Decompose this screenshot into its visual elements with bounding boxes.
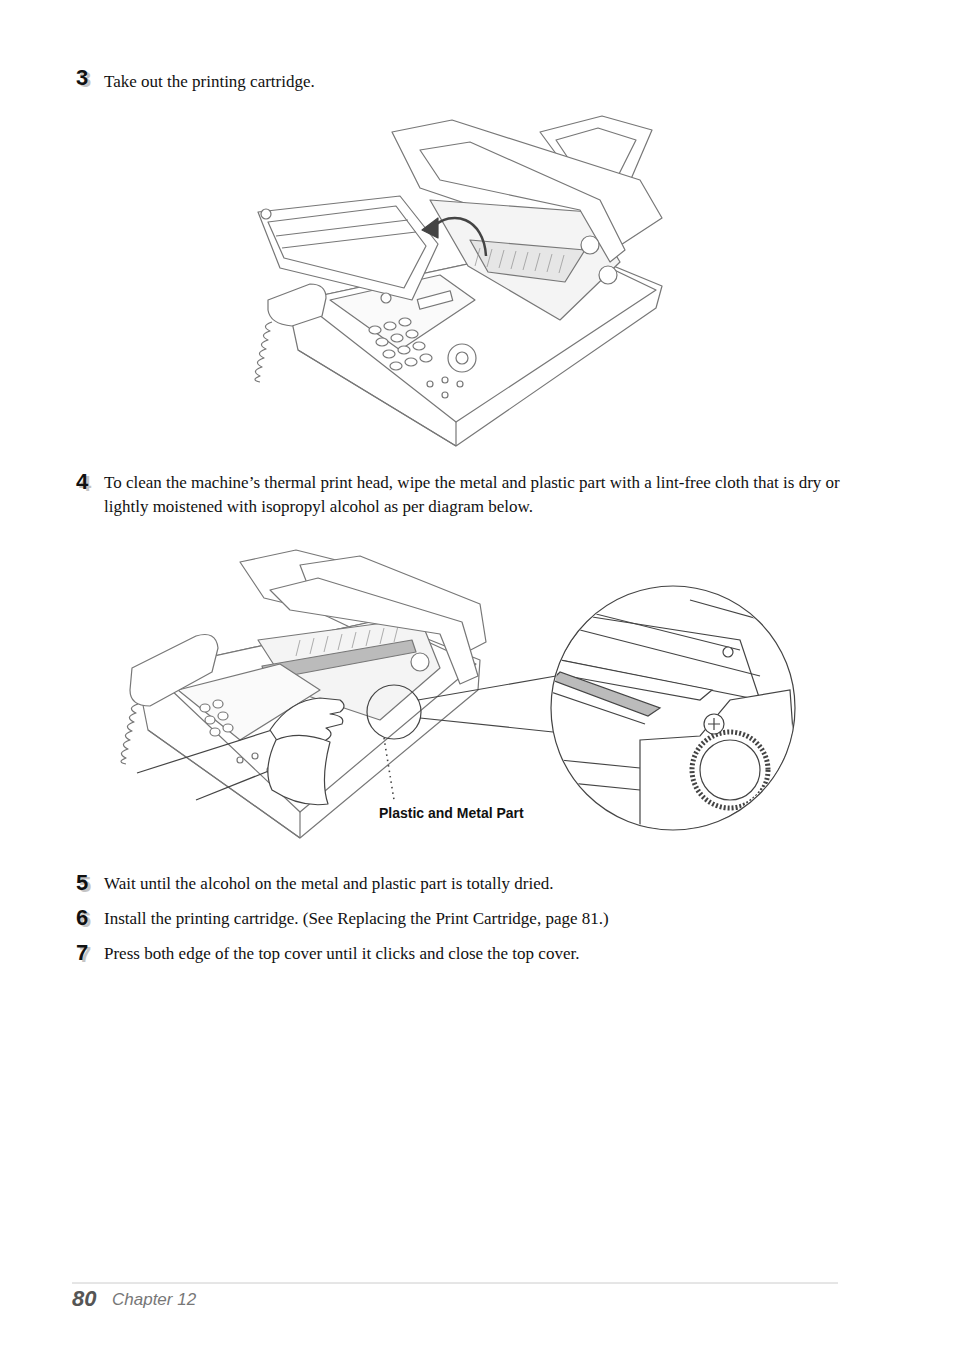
fax-machine-cartridge-removal (255, 116, 662, 446)
chapter-label: Chapter 12 (112, 1290, 196, 1310)
step-number: 7 (76, 941, 88, 965)
step-text: Wait until the alcohol on the metal and … (104, 872, 844, 896)
step-number: 5 (76, 871, 88, 895)
step-number: 3 (76, 66, 88, 90)
step-text: To clean the machine’s thermal print hea… (104, 471, 844, 519)
step-text: Install the printing cartridge. (See Rep… (104, 907, 844, 931)
print-head-detail (540, 586, 800, 830)
footer-rule (72, 1283, 838, 1284)
step-number: 6 (76, 906, 88, 930)
step-text: Take out the printing cartridge. (104, 70, 844, 94)
step-number: 4 (76, 470, 88, 494)
fax-machine-cleaning (121, 550, 556, 838)
step-text: Press both edge of the top cover until i… (104, 942, 844, 966)
page-number: 80 (72, 1287, 96, 1311)
callout-label: Plastic and Metal Part (377, 805, 526, 822)
